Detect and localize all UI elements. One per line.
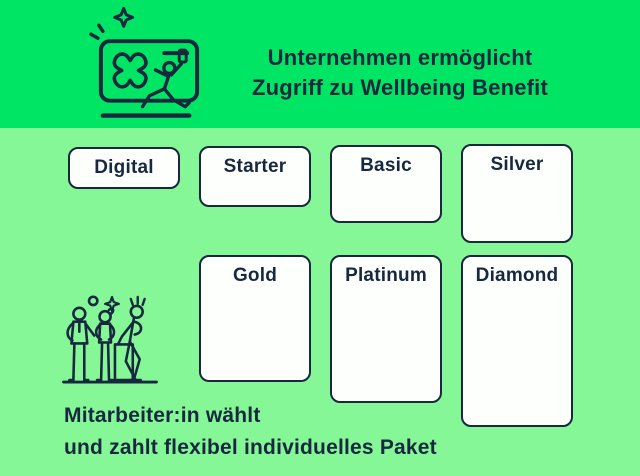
running-person-icon	[140, 48, 191, 109]
banner-title: Unternehmen ermöglicht Zugriff zu Wellbe…	[232, 43, 568, 103]
footer-caption-line2: und zahlt flexibel individuelles Paket	[64, 436, 437, 459]
plan-label: Platinum	[345, 265, 427, 286]
header-banner: Unternehmen ermöglicht Zugriff zu Wellbe…	[0, 0, 640, 128]
three-people-group-icon	[60, 292, 162, 388]
plan-box-digital: Digital	[68, 147, 180, 189]
plan-label: Starter	[223, 156, 287, 177]
plan-box-diamond: Diamond	[461, 255, 573, 427]
burst-lines-icon	[89, 23, 105, 40]
person-left	[66, 306, 96, 382]
footer-caption: Mitarbeiter:in wählt und zahlt flexibel …	[64, 400, 584, 464]
plan-box-platinum: Platinum	[330, 255, 442, 403]
x-logo-icon	[112, 52, 148, 89]
plan-box-basic: Basic	[330, 145, 442, 223]
card-outline	[98, 39, 200, 103]
excitement-lines-icon	[129, 295, 146, 307]
sparkle-icon	[113, 6, 135, 28]
person-right	[116, 304, 144, 382]
plan-label: Silver	[490, 154, 544, 175]
banner-title-line2: Zugriff zu Wellbeing Benefit	[251, 75, 549, 100]
plan-box-silver: Silver	[461, 144, 573, 243]
ball-icon	[87, 295, 99, 307]
plan-label: Digital	[94, 157, 154, 178]
banner-title-line1: Unternehmen ermöglicht	[267, 45, 533, 70]
footer-caption-line1: Mitarbeiter:in wählt	[64, 404, 261, 427]
plan-label: Gold	[232, 265, 278, 286]
plan-label: Basic	[360, 155, 412, 176]
person-middle	[94, 307, 116, 382]
box-prop	[113, 343, 135, 382]
plan-box-starter: Starter	[199, 146, 311, 207]
plan-box-gold: Gold	[199, 255, 311, 382]
membership-card-with-runner-icon	[86, 5, 210, 121]
plan-label: Diamond	[475, 265, 559, 286]
